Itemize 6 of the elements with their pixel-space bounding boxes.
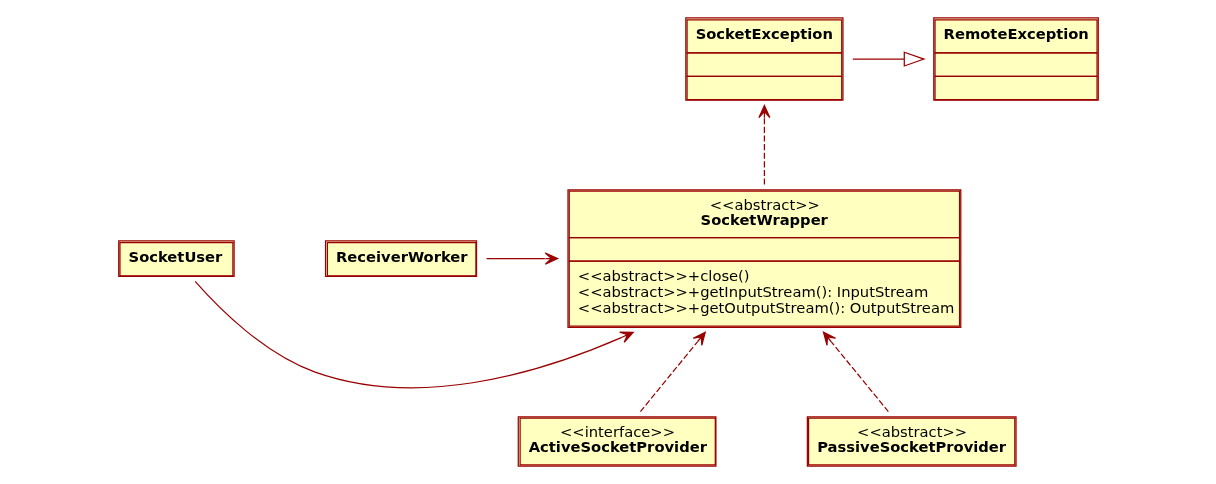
arrow [851,51,926,67]
arrow [639,331,706,413]
arrow [485,252,558,265]
arrow [822,331,889,413]
arrow [757,104,771,186]
arrow [194,280,634,389]
